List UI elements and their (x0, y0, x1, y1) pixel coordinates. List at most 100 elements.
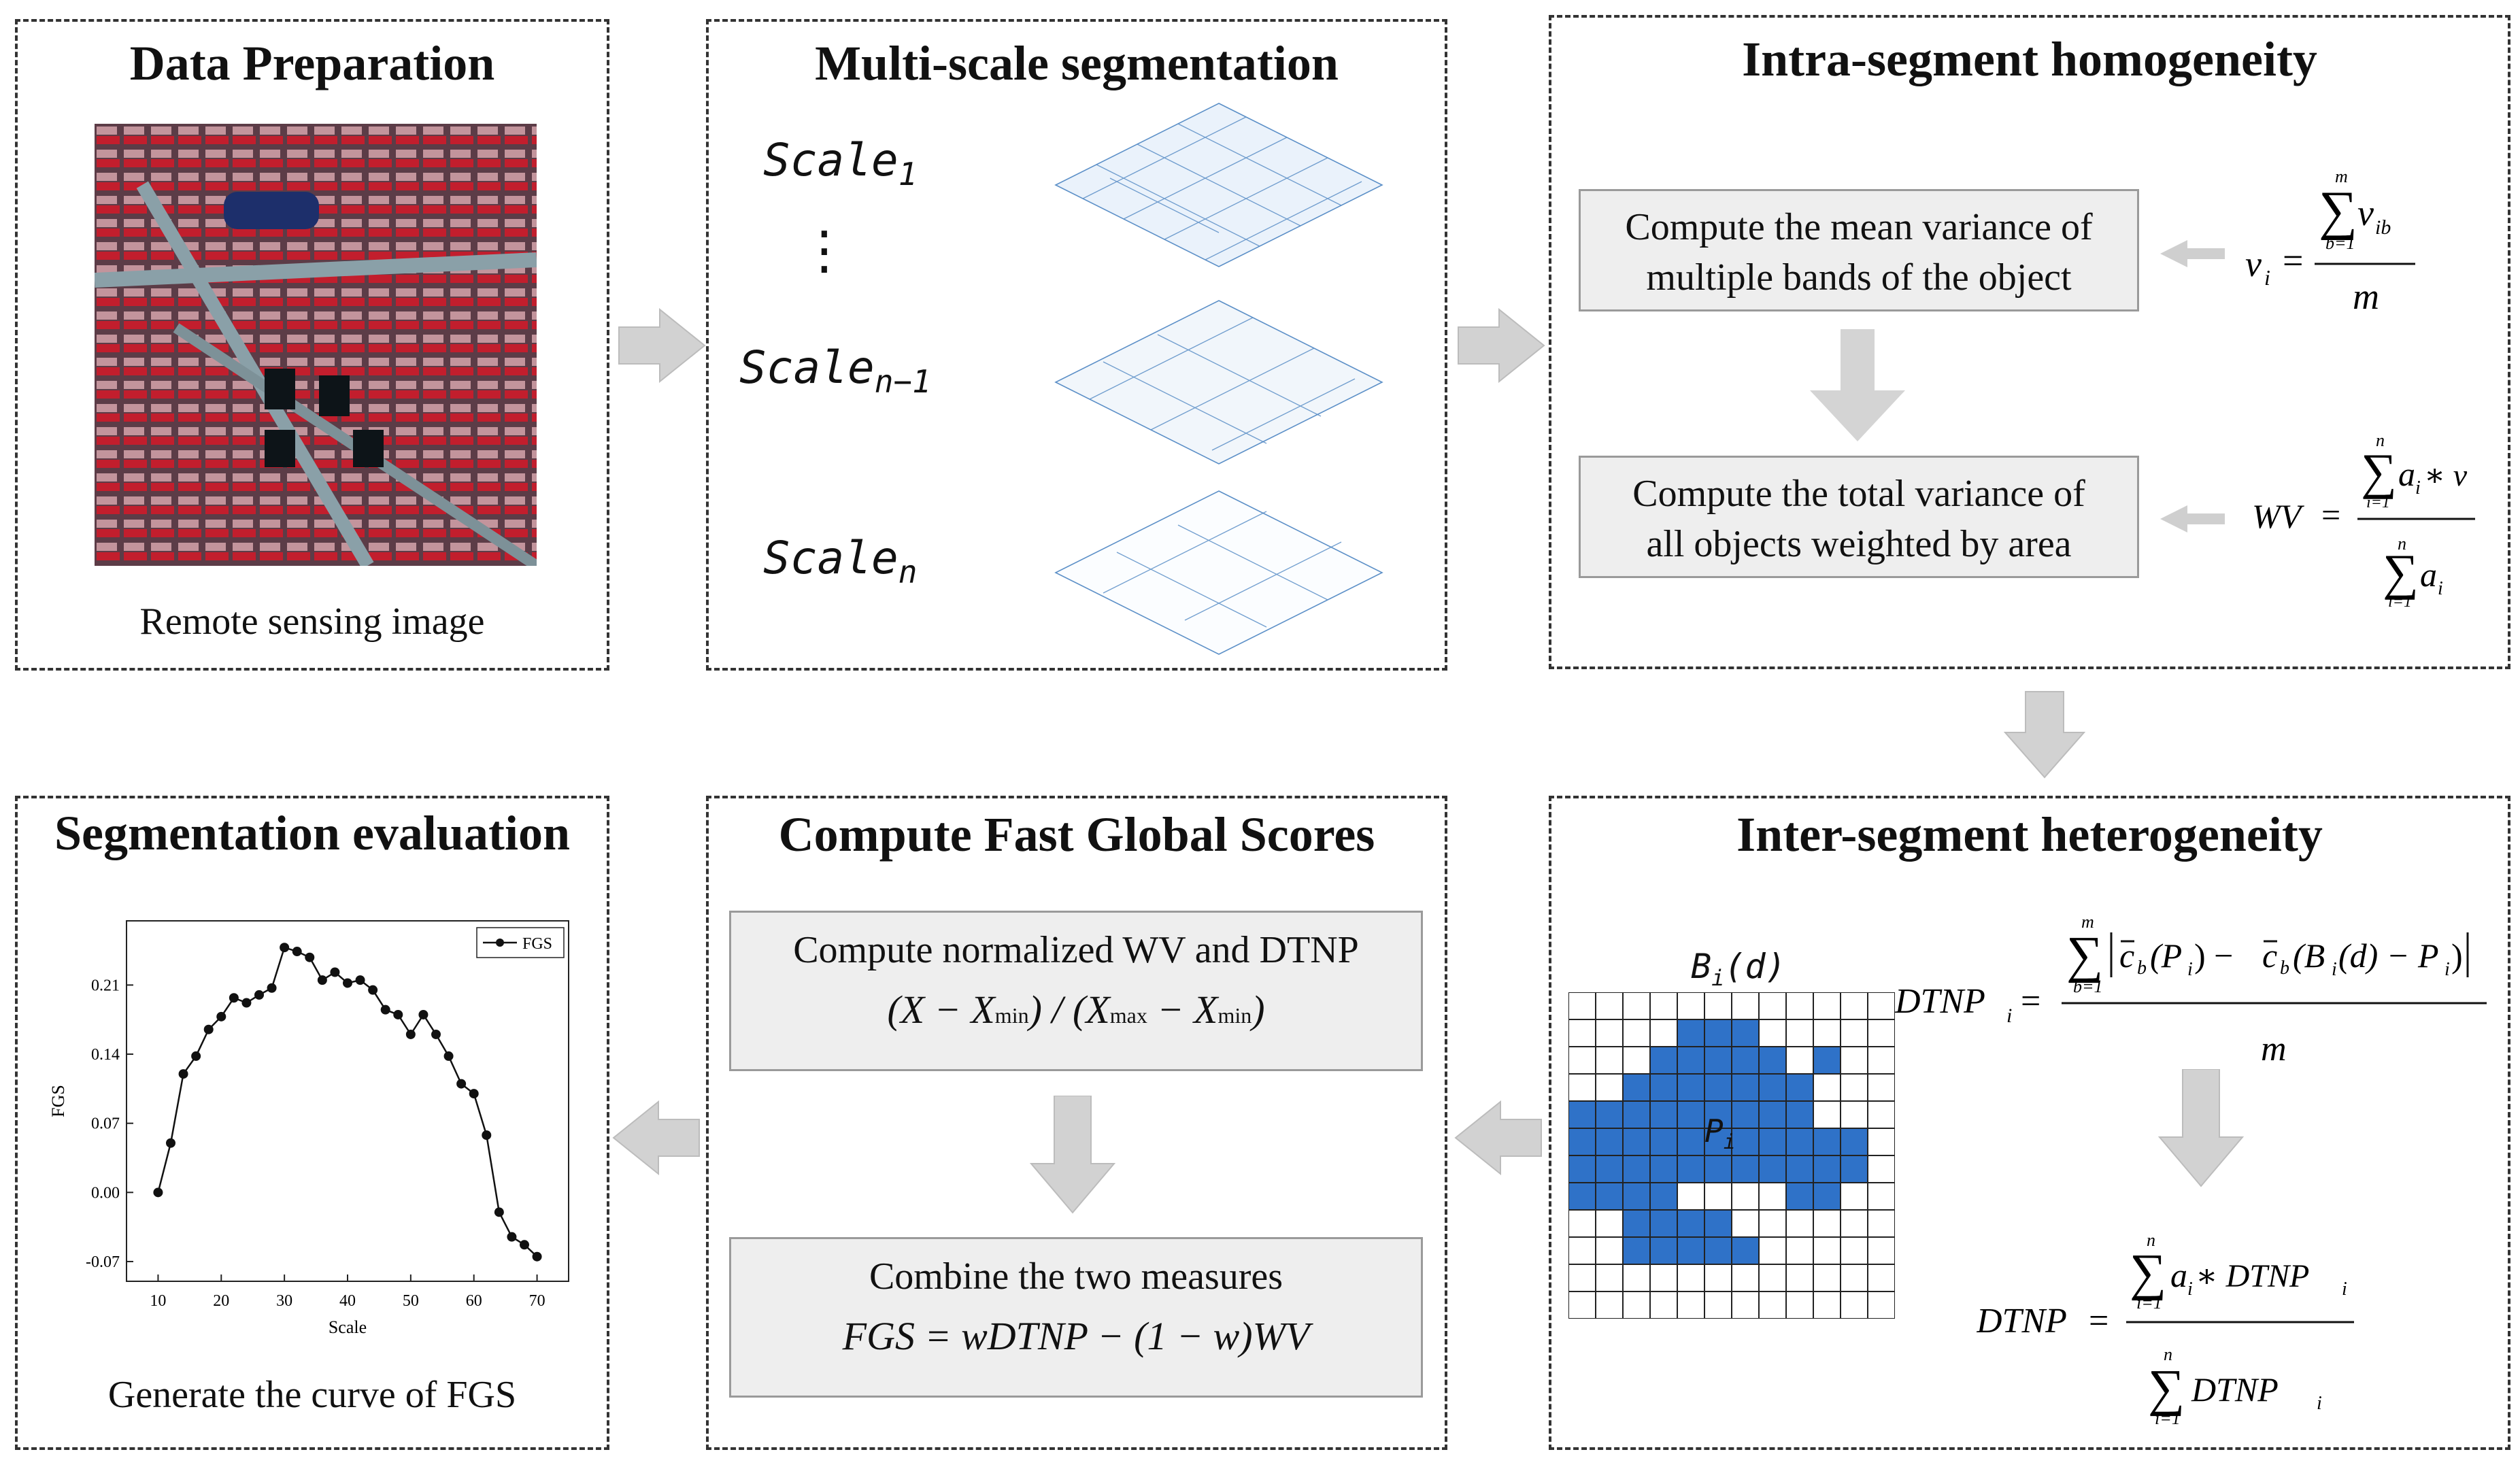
grid-cell (1595, 1182, 1624, 1211)
grid-cell (1677, 1019, 1705, 1047)
mean-variance-box: Compute the mean variance of multiple ba… (1579, 189, 2139, 311)
grid-cell (1677, 992, 1705, 1020)
x-tick-label: 50 (403, 1292, 419, 1310)
grid-cell (1867, 992, 1895, 1020)
svg-text:i: i (2445, 959, 2450, 980)
grid-cell (1595, 1019, 1624, 1047)
svg-text:m: m (2261, 1030, 2287, 1068)
data-point (305, 952, 315, 962)
svg-text:i: i (2342, 1279, 2347, 1300)
svg-text:i: i (2264, 265, 2270, 290)
grid-cell (1568, 1264, 1596, 1292)
grid-cell (1758, 1155, 1787, 1183)
grid-cell (1840, 1100, 1868, 1129)
grid-cell (1758, 1046, 1787, 1075)
grid-cell (1622, 1291, 1651, 1319)
grid-cell (1677, 1100, 1705, 1129)
grid-cell (1649, 992, 1678, 1020)
grid-cell (1867, 1155, 1895, 1183)
svg-text:i=1: i=1 (2366, 494, 2390, 511)
scale-1-label: Scale1 (763, 134, 918, 193)
grid-cell (1622, 1046, 1651, 1075)
grid-cell (1677, 1291, 1705, 1319)
grid-cell (1840, 1019, 1868, 1047)
data-point (532, 1251, 542, 1262)
grid-cell (1568, 1019, 1596, 1047)
grid-cell (1867, 1046, 1895, 1075)
grid-cell (1622, 1209, 1651, 1238)
y-tick-label: -0.07 (86, 1253, 120, 1271)
grid-cell (1568, 1155, 1596, 1183)
grid-cell (1677, 1209, 1705, 1238)
data-point (292, 947, 302, 957)
grid-cell (1649, 1073, 1678, 1102)
down-arrow (1029, 1096, 1116, 1214)
grid-cell (1677, 1073, 1705, 1102)
data-point (280, 943, 290, 953)
svg-text:(d) − P: (d) − P (2338, 936, 2439, 975)
grid-cell (1622, 1236, 1651, 1265)
svg-text:v: v (2245, 243, 2262, 284)
grid-cell (1758, 1209, 1787, 1238)
grid-cell (1677, 1264, 1705, 1292)
svg-text:i: i (2187, 959, 2193, 980)
grid-cell (1649, 1019, 1678, 1047)
grid-cell (1595, 1264, 1624, 1292)
grid-cell (1731, 1155, 1760, 1183)
combine-formula: FGS = wDTNP − (1 − w)WV (842, 1314, 1310, 1358)
svg-text:m: m (2353, 276, 2379, 317)
svg-text:∑: ∑ (2130, 1244, 2166, 1301)
grid-cell (1813, 1073, 1841, 1102)
grid-cell (1649, 1100, 1678, 1129)
grid-cell (1840, 1155, 1868, 1183)
grid-cell (1568, 1073, 1596, 1102)
svg-text:): ) (2451, 936, 2463, 975)
grid-cell (1813, 1182, 1841, 1211)
data-point (443, 1051, 454, 1061)
grid-cell (1785, 1236, 1814, 1265)
svg-text:∗ v: ∗ v (2424, 458, 2468, 492)
grid-cell (1649, 1264, 1678, 1292)
wv-formula: WV = n ∑ i=1 a i ∗ v n ∑ i=1 a i (2252, 430, 2475, 611)
grid-cell (1595, 1155, 1624, 1183)
grid-cell (1813, 992, 1841, 1020)
grid-cell (1840, 1182, 1868, 1211)
data-point (355, 975, 365, 985)
panel-data-preparation: Data Preparation Remote sensing image (15, 19, 609, 671)
grid-cell (1649, 1182, 1678, 1211)
grid-cell (1867, 1019, 1895, 1047)
grid-cell (1622, 1019, 1651, 1047)
grid-cell (1731, 1019, 1760, 1047)
svg-text:n: n (2398, 534, 2406, 554)
dtnp-formula: DTNP = n ∑ i=1 a i ∗ DTNP i n ∑ i=1 DTNP… (1977, 1230, 2354, 1428)
grid-cell (1867, 1182, 1895, 1211)
svg-text:i: i (2317, 1393, 2322, 1414)
panel-title: Data Preparation (129, 36, 495, 90)
data-point (368, 985, 378, 995)
data-point (216, 1011, 226, 1021)
dtnpi-formula: DTNP i = m ∑ b=1 c b (P i ) − c b (B i (… (1895, 912, 2487, 1068)
grid-cell (1649, 1291, 1678, 1319)
panel-compute-fgs: Compute Fast Global Scores Compute norma… (706, 796, 1447, 1450)
data-point (393, 1009, 403, 1019)
grid-cell (1840, 1291, 1868, 1319)
svg-text:∑: ∑ (2148, 1360, 2185, 1417)
grid-cell (1758, 1019, 1787, 1047)
grid-cell (1867, 1291, 1895, 1319)
grid-cell (1785, 1209, 1814, 1238)
grid-cell (1595, 1236, 1624, 1265)
grid-cell (1704, 1264, 1732, 1292)
left-arrow (612, 1100, 700, 1175)
data-point (178, 1069, 188, 1079)
grid-cell (1785, 1019, 1814, 1047)
data-point (191, 1051, 201, 1061)
data-point (405, 1029, 416, 1039)
grid-cell (1840, 1073, 1868, 1102)
grid-cell (1731, 1073, 1760, 1102)
grid-cell (1622, 1100, 1651, 1129)
svg-text:ib: ib (2375, 216, 2391, 239)
grid-cell (1731, 1128, 1760, 1156)
grid-cell (1595, 1128, 1624, 1156)
svg-text:i: i (2006, 1004, 2012, 1027)
